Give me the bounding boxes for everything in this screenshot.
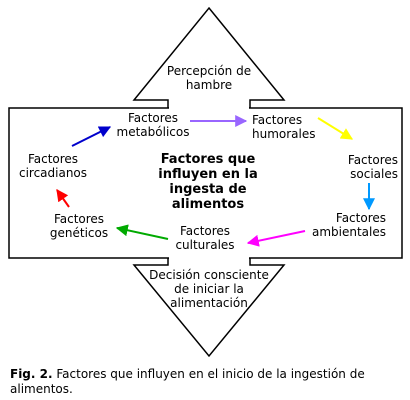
top-arrow-label: Percepción de hambre (166, 64, 252, 92)
factor-geneticos: Factores genéticos (49, 212, 109, 240)
factor-culturales: Factores culturales (175, 224, 235, 252)
diagram-canvas (8, 6, 403, 358)
factor-ambientales: Factores ambientales (311, 211, 386, 239)
center-title: Factores que influyen en la ingesta de a… (158, 152, 258, 212)
arrow-culturales-geneticos (115, 224, 169, 240)
factors-box (8, 107, 403, 259)
top-arrow-shape (132, 6, 286, 109)
bottom-arrow-shape (132, 257, 286, 358)
figure-caption-prefix: Fig. 2. (10, 367, 53, 381)
figure-caption: Fig. 2. Factores que influyen en el inic… (10, 367, 402, 397)
arrow-humorales-sociales (317, 117, 354, 140)
factor-metabolicos: Factores metabólicos (116, 111, 190, 139)
factor-sociales: Factores sociales (347, 153, 398, 181)
factor-humorales: Factores humorales (252, 113, 316, 141)
figure-caption-text: Factores que influyen en el inicio de la… (10, 367, 365, 396)
arrow-geneticos-circadianos (56, 189, 70, 208)
factor-circadianos: Factores circadianos (18, 152, 88, 180)
bottom-arrow-label: Decisión consciente de iniciar la alimen… (149, 268, 269, 310)
arrow-circadianos-metabolicos (71, 126, 112, 147)
arrow-ambientales-culturales (246, 230, 306, 247)
